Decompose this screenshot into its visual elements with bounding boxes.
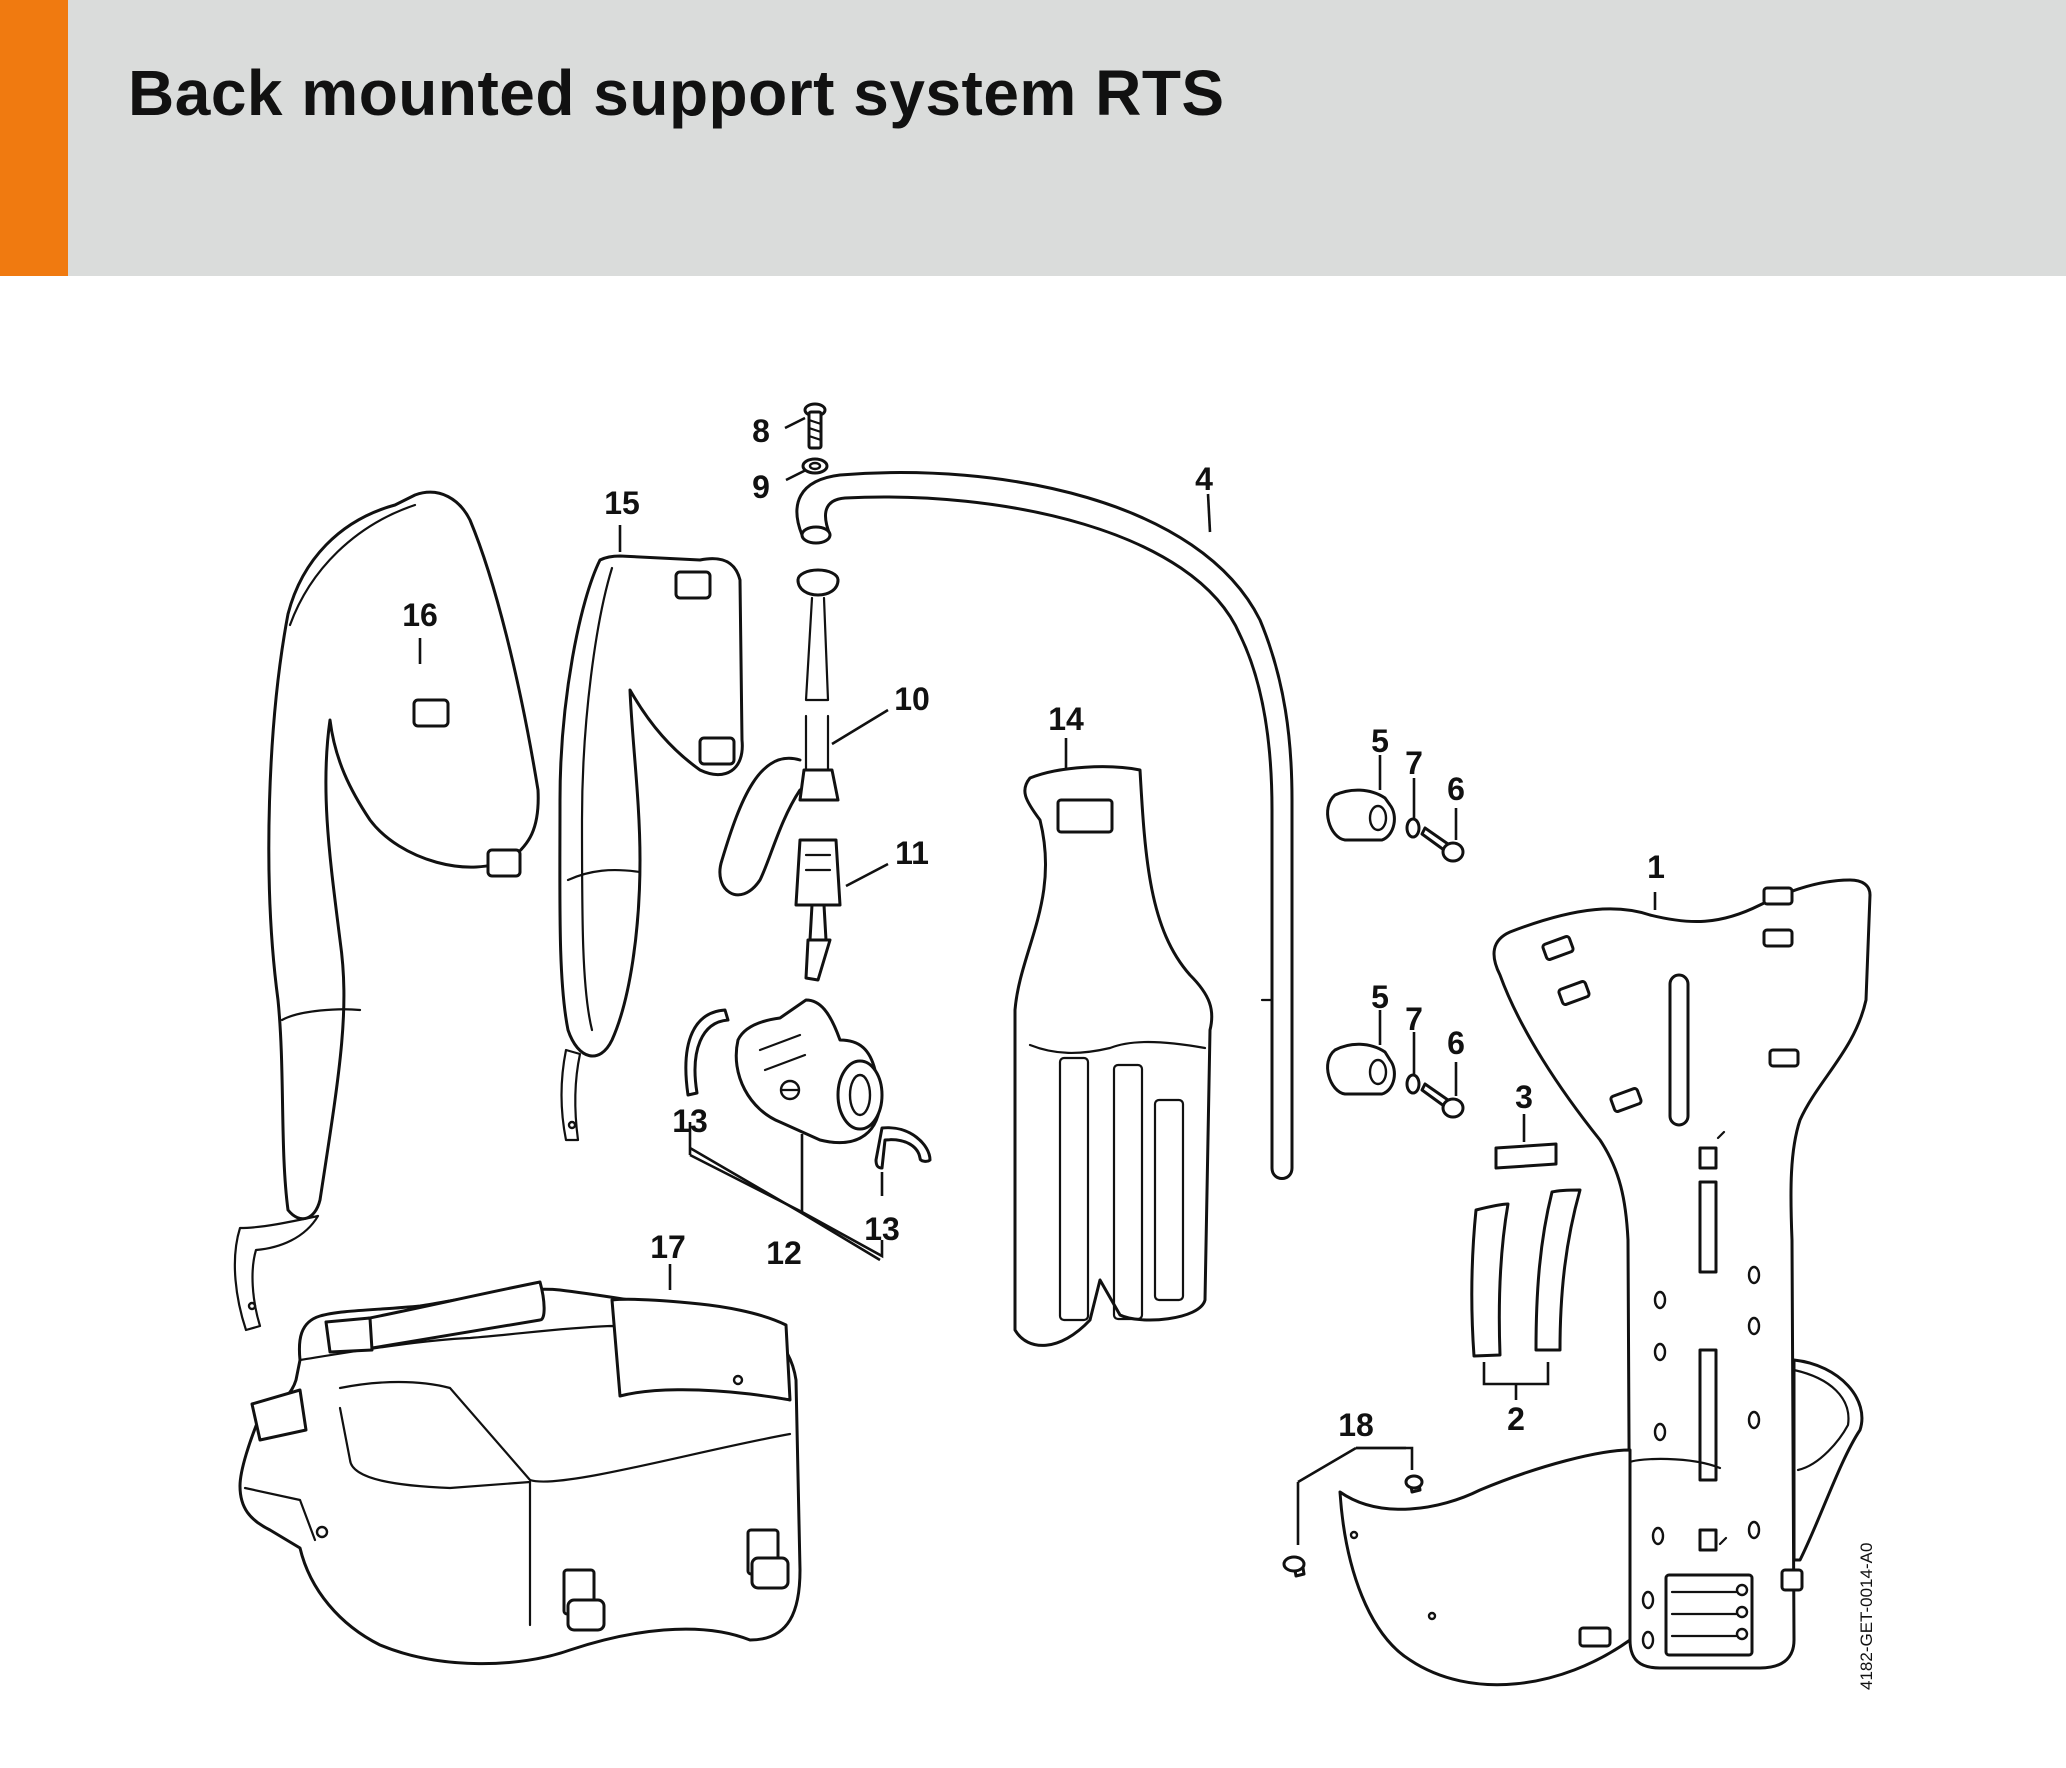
callout-13-left: 13 — [672, 1103, 708, 1139]
part-16-shoulder-strap[interactable] — [233, 490, 540, 1332]
callout-15: 15 — [604, 485, 640, 521]
header-bar — [0, 0, 2066, 276]
callout-8: 8 — [752, 413, 770, 449]
part-10-harness-hook[interactable] — [718, 568, 840, 897]
leader-lines — [418, 416, 1657, 1545]
part-18-hip-pad[interactable] — [1282, 1358, 1864, 1687]
callout-4: 4 — [1195, 461, 1213, 497]
callout-7-lower: 7 — [1405, 1001, 1423, 1037]
callout-5-upper: 5 — [1371, 723, 1389, 759]
callout-5-lower: 5 — [1371, 979, 1389, 1015]
part-11-buckle[interactable] — [794, 838, 842, 982]
part-1-back-plate[interactable] — [1492, 878, 1872, 1670]
part-13-retaining-clip-upper[interactable] — [684, 1008, 730, 1097]
part-6-screw-lower[interactable] — [1420, 1082, 1465, 1119]
part-7-washer-upper[interactable] — [1405, 817, 1421, 839]
callout-1: 1 — [1647, 849, 1665, 885]
part-7-washer-lower[interactable] — [1405, 1073, 1421, 1095]
callout-11: 11 — [895, 835, 929, 871]
callout-14: 14 — [1048, 701, 1084, 737]
page-title: Back mounted support system RTS — [128, 57, 1225, 129]
callout-2: 2 — [1507, 1401, 1525, 1437]
drawing-reference: 4182-GET-0014-A0 — [1857, 1543, 1876, 1690]
callout-7-upper: 7 — [1405, 745, 1423, 781]
callout-12: 12 — [766, 1235, 802, 1271]
part-6-screw-upper[interactable] — [1420, 826, 1465, 863]
part-9-washer[interactable] — [801, 457, 829, 475]
callout-3: 3 — [1515, 1079, 1533, 1115]
part-2-adhesive-strips[interactable] — [1470, 1188, 1582, 1358]
part-5-clamp-upper[interactable] — [1326, 788, 1396, 842]
callout-10: 10 — [894, 681, 930, 717]
part-15-shoulder-strap[interactable] — [558, 554, 744, 1142]
part-5-clamp-lower[interactable] — [1326, 1042, 1396, 1096]
callout-labels: 1 2 3 4 5 5 6 6 7 7 8 9 10 11 12 13 13 1… — [402, 413, 1876, 1690]
part-4-support-tube[interactable] — [795, 471, 1294, 1180]
callout-13-right: 13 — [864, 1211, 900, 1247]
part-12-pivot-coupling[interactable] — [734, 998, 884, 1145]
header-accent-stripe — [0, 0, 68, 276]
part-3-label[interactable] — [1494, 1142, 1558, 1170]
part-8-screw[interactable] — [803, 402, 827, 450]
part-17-hip-belt[interactable] — [238, 1280, 802, 1666]
callout-16: 16 — [402, 597, 438, 633]
part-13-retaining-clip-lower[interactable] — [874, 1126, 932, 1170]
callout-18: 18 — [1338, 1407, 1374, 1443]
part-14-back-pad[interactable] — [1013, 765, 1214, 1347]
callout-6-upper: 6 — [1447, 771, 1465, 807]
callout-9: 9 — [752, 469, 770, 505]
callout-17: 17 — [650, 1229, 686, 1265]
callout-6-lower: 6 — [1447, 1025, 1465, 1061]
